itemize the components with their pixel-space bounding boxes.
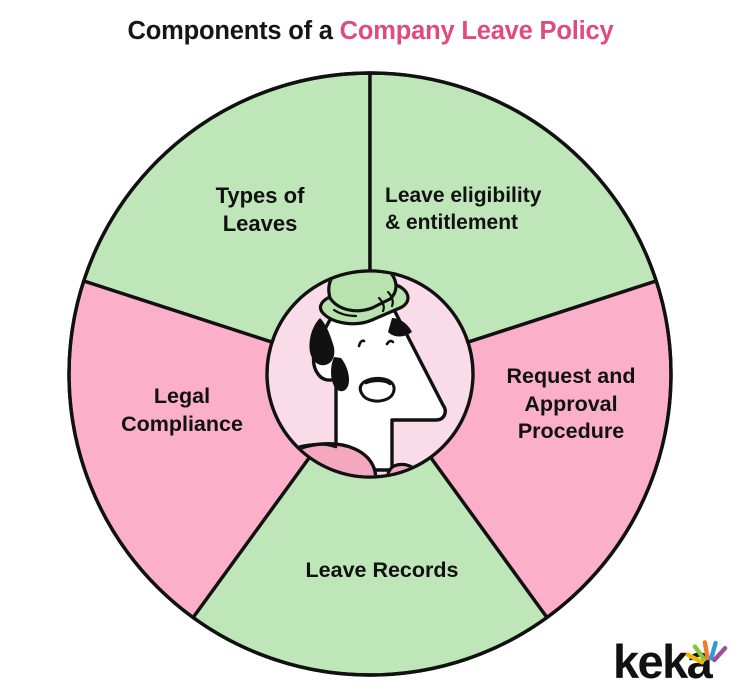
wheel-outer-ring <box>67 71 673 677</box>
keka-logo-rays <box>685 640 728 665</box>
keka-logo-ray-2 <box>692 644 707 662</box>
page-title-accent: Company Leave Policy <box>339 17 614 45</box>
keka-logo-ray-5 <box>712 645 728 663</box>
mascot-eye-left <box>357 339 366 348</box>
mascot-hat-fold-1 <box>386 290 394 308</box>
mascot-hat-fold-2 <box>377 296 385 313</box>
mascot-eye-right <box>385 339 395 346</box>
keka-logo: keka <box>613 635 728 688</box>
mascot-hat-fold-3 <box>332 308 358 318</box>
mascot-hair-tuft-right <box>388 318 412 337</box>
page-title-prefix: Components of a <box>127 17 340 45</box>
mascot-hair-tuft-lower <box>331 357 350 392</box>
keka-logo-ray-4 <box>709 640 718 661</box>
keka-logo-ray-1 <box>685 652 705 665</box>
page-title: Components of a Company Leave Policy <box>0 17 741 46</box>
mascot-mouth <box>358 376 396 403</box>
mascot-mouth-upper-lip <box>364 379 392 386</box>
keka-logo-ray-3 <box>702 640 710 661</box>
mascot-hair-tuft-left <box>309 318 335 366</box>
